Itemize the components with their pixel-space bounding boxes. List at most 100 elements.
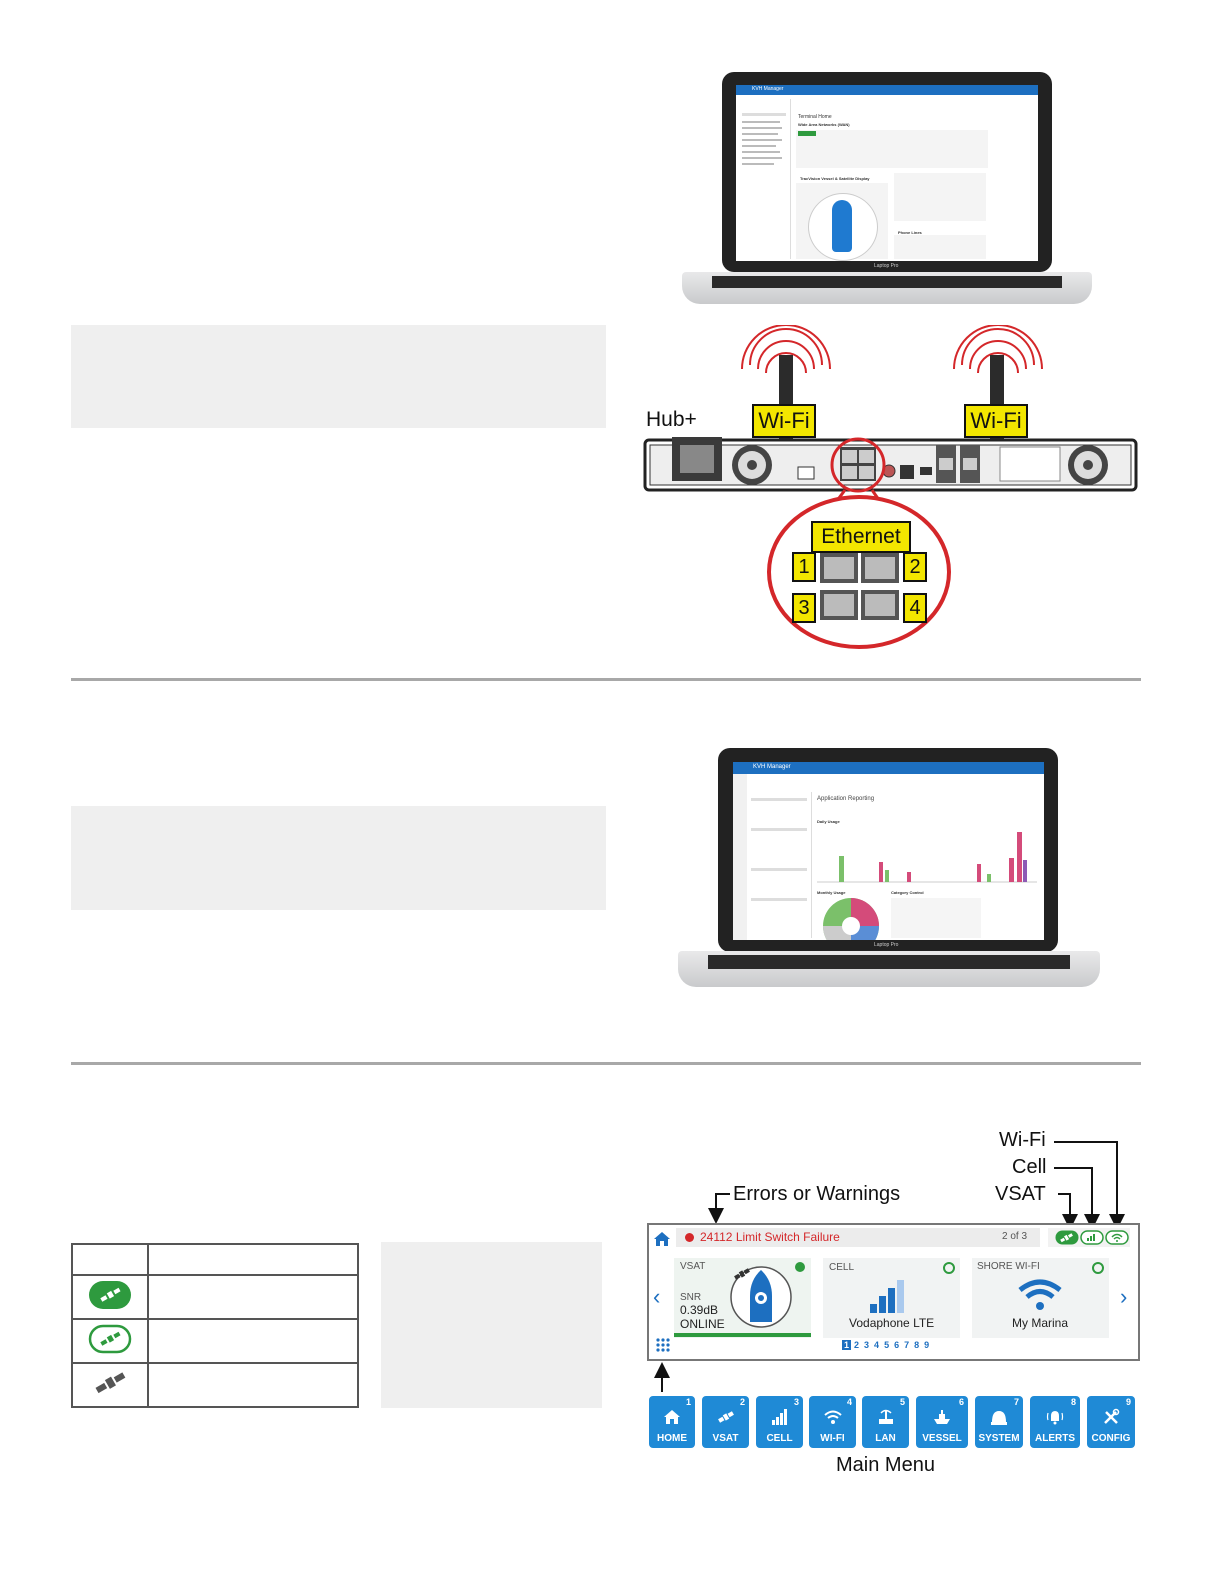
prev-arrow-icon[interactable]: ‹ [653, 1284, 661, 1309]
wan-section-title: Wide Area Networks (WAN) [798, 122, 850, 127]
bell-icon [1046, 1411, 1064, 1425]
text-block-3 [381, 1242, 602, 1408]
page-6[interactable]: 6 [894, 1340, 900, 1350]
phone-title: Phone Lines [898, 230, 922, 235]
router-icon [878, 1409, 893, 1424]
menu-alerts-button[interactable]: 8 ALERTS [1030, 1396, 1080, 1448]
hub-label: Hub+ [646, 408, 697, 431]
daily-usage-title: Daily Usage [817, 819, 840, 824]
vsat-online-dot [795, 1262, 805, 1272]
table-row [71, 1362, 359, 1408]
wifi-tile-title: SHORE WI-FI [977, 1261, 1040, 1272]
callout-vsat: VSAT [995, 1183, 1046, 1205]
page-5[interactable]: 5 [884, 1340, 890, 1350]
alert-count: 2 of 3 [1002, 1231, 1028, 1242]
vsat-status: ONLINE [680, 1317, 725, 1331]
port-2-label: 2 [903, 552, 927, 582]
apps-grid-icon[interactable] [656, 1338, 670, 1352]
text-block-1 [71, 325, 606, 428]
vsat-offline-icon [95, 1371, 126, 1393]
vsat-acquiring-icon [88, 1324, 132, 1353]
callout-wifi: Wi-Fi [999, 1129, 1046, 1151]
app-title: KVH Manager [752, 86, 784, 92]
menu-vsat-button[interactable]: 2 VSAT [702, 1396, 749, 1448]
menu-lan-button[interactable]: 5 LAN [862, 1396, 909, 1448]
vsat-tile-bar [674, 1333, 811, 1337]
menu-config-button[interactable]: 9 CONFIG [1087, 1396, 1135, 1448]
wifi-tile[interactable] [972, 1258, 1109, 1338]
wifi-signal-icon [1018, 1279, 1062, 1310]
ship-icon [934, 1410, 950, 1424]
page-9[interactable]: 9 [924, 1340, 930, 1350]
home-icon [664, 1410, 680, 1424]
page-8[interactable]: 8 [914, 1340, 920, 1350]
port-1-label: 1 [792, 552, 816, 582]
laptop-2-brand: Laptop Pro [874, 942, 899, 948]
laptop-1-brand: Laptop Pro [874, 263, 899, 269]
category-control-title: Category Control [891, 890, 924, 895]
dome-icon [991, 1411, 1007, 1425]
snr-label: SNR [680, 1292, 702, 1303]
tools-icon [1104, 1408, 1120, 1424]
vsat-tile-title: VSAT [680, 1261, 706, 1272]
page-2[interactable]: 2 [854, 1340, 860, 1350]
signal-bars-icon [771, 1409, 787, 1425]
cell-tile-title: CELL [829, 1262, 855, 1273]
hub-graphics [643, 325, 1138, 649]
laptop-1-screen: KVH Manager Terminal Home Wide Area Netw… [736, 85, 1038, 261]
page-4[interactable]: 4 [874, 1340, 880, 1350]
satellite-icon [717, 1411, 734, 1423]
menu-wifi-button[interactable]: 4 WI-FI [809, 1396, 856, 1448]
divider-2 [71, 1062, 1141, 1065]
cell-signal-icon [870, 1280, 904, 1313]
alert-bar[interactable] [676, 1228, 1040, 1247]
cell-status-icon[interactable] [1080, 1230, 1104, 1245]
vsat-online-icon [89, 1280, 131, 1309]
monthly-usage-pie [823, 898, 879, 940]
status-icon-table [71, 1243, 359, 1408]
wifi-network: My Marina [1012, 1316, 1069, 1330]
callout-errors: Errors or Warnings [733, 1183, 901, 1205]
ethernet-ports-zoom [820, 553, 899, 620]
menu-cell-button[interactable]: 3 CELL [756, 1396, 803, 1448]
snr-value: 0.39dB [680, 1303, 719, 1317]
divider-1 [71, 678, 1141, 681]
table-row [71, 1274, 359, 1320]
home-icon[interactable] [653, 1230, 671, 1248]
wifi-callout-right: Wi-Fi [964, 404, 1028, 438]
next-arrow-icon[interactable]: › [1120, 1284, 1128, 1309]
alert-dot [685, 1233, 694, 1242]
laptop-2-screen: KVH Manager Application Reporting Daily … [733, 762, 1044, 940]
monthly-usage-title: Monthly Usage [817, 890, 846, 895]
menu-system-button[interactable]: 7 SYSTEM [975, 1396, 1023, 1448]
port-4-label: 4 [903, 593, 927, 623]
ethernet-callout: Ethernet [811, 521, 911, 553]
table-row [71, 1318, 359, 1364]
cell-status-dot [943, 1262, 955, 1274]
wifi-callout-left: Wi-Fi [752, 404, 816, 438]
alert-text: 24112 Limit Switch Failure [700, 1230, 840, 1244]
page-1[interactable]: 1 [842, 1340, 852, 1350]
cell-carrier: Vodaphone LTE [849, 1316, 935, 1330]
wifi-status-icon[interactable] [1105, 1230, 1129, 1245]
vsat-status-icon[interactable] [1055, 1230, 1079, 1245]
page-title-2: Application Reporting [817, 796, 875, 802]
port-3-label: 3 [792, 593, 816, 623]
menu-vessel-button[interactable]: 6 VESSEL [916, 1396, 968, 1448]
main-menu-label: Main Menu [836, 1454, 935, 1476]
app-title-2: KVH Manager [753, 764, 791, 770]
wifi-icon [823, 1410, 842, 1424]
wifi-status-dot [1092, 1262, 1104, 1274]
display-section-title: TracVision Vessel & Satellite Display [800, 176, 870, 181]
text-block-2 [71, 806, 606, 910]
daily-usage-bars [817, 832, 1037, 883]
table-header-row [71, 1243, 359, 1276]
callout-cell: Cell [1012, 1156, 1047, 1178]
callout-arrows [654, 1141, 1125, 1392]
vessel-icon [730, 1266, 792, 1328]
menu-home-button[interactable]: 1 HOME [649, 1396, 695, 1448]
page-title: Terminal Home [798, 114, 832, 120]
page-3[interactable]: 3 [864, 1340, 870, 1350]
page-7[interactable]: 7 [904, 1340, 910, 1350]
